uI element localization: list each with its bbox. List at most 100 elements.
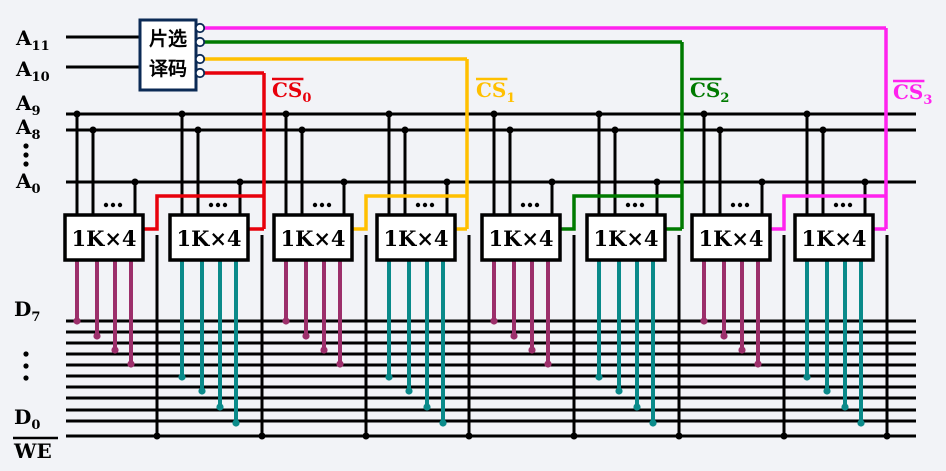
- fan-ellipsis-dot: [117, 202, 123, 208]
- label-we: WE: [13, 439, 52, 463]
- label-cs0: CS0: [272, 78, 311, 106]
- fan-ellipsis-dot: [744, 202, 750, 208]
- junction-dot: [443, 178, 451, 186]
- cs-chip-link: [770, 194, 886, 231]
- address-labels: A11 A10 A9 A8 A0 D7 D0 WE: [13, 26, 58, 463]
- data-junction-dot: [544, 360, 552, 368]
- chip-label: 1K×4: [383, 226, 448, 251]
- data-junction-dot: [615, 387, 623, 395]
- data-junction-dot: [595, 373, 603, 381]
- decoder-output-bubble: [194, 22, 206, 34]
- memory-chip: [585, 213, 667, 262]
- junction-dot: [611, 126, 619, 134]
- data-junction-dot: [700, 317, 708, 325]
- decoder-output-bubble: [194, 67, 206, 79]
- chip-label: 1K×4: [176, 226, 241, 251]
- fan-ellipsis-dot: [215, 202, 221, 208]
- junction-dot: [653, 178, 661, 186]
- label-d0: D0: [14, 405, 40, 433]
- chip-label: 1K×4: [488, 226, 553, 251]
- junction-dot: [595, 110, 603, 118]
- memory-chip: [690, 213, 772, 262]
- data-junction-dot: [198, 387, 206, 395]
- data-junction-dot: [720, 332, 728, 340]
- fan-ellipsis-dot: [520, 202, 526, 208]
- junction-dot: [490, 110, 498, 118]
- we-junction-dot: [153, 432, 161, 440]
- data-junction-dot: [336, 360, 344, 368]
- fan-ellipsis-dot: [847, 202, 853, 208]
- vertical-ellipsis-data: [23, 351, 29, 381]
- memory-chip: [272, 213, 354, 262]
- data-junction-dot: [738, 346, 746, 354]
- junction-dot: [819, 126, 827, 134]
- chip-data-wires: [73, 260, 865, 427]
- data-junction-dot: [528, 346, 536, 354]
- cs-chip-link: [352, 194, 467, 231]
- decoder-output-bubbles: [194, 22, 206, 79]
- fan-ellipsis-dot: [737, 202, 743, 208]
- memory-chip: [168, 213, 250, 262]
- chip-label: 1K×4: [280, 226, 345, 251]
- chip-select-wires: [143, 26, 888, 231]
- vertical-ellipsis-address: [23, 143, 29, 167]
- junction-dot: [194, 126, 202, 134]
- chip-label: 1K×4: [593, 226, 658, 251]
- fan-ellipsis-dot: [625, 202, 631, 208]
- junction-dot: [73, 110, 81, 118]
- fan-ellipsis-dot: [415, 202, 421, 208]
- data-junction-dot: [127, 360, 135, 368]
- fan-ellipsis-dot: [110, 202, 116, 208]
- junction-dot: [298, 126, 306, 134]
- chip-label: 1K×4: [71, 226, 136, 251]
- fan-ellipsis-dot: [527, 202, 533, 208]
- label-a9: A9: [15, 91, 41, 119]
- data-junction-dot: [754, 360, 762, 368]
- label-a10: A10: [15, 57, 50, 85]
- fan-ellipsis-dot: [833, 202, 839, 208]
- decoder-output-bubble: [194, 36, 206, 48]
- fan-ellipsis-dot: [222, 202, 228, 208]
- junction-dot: [861, 178, 869, 186]
- data-junction-dot: [178, 373, 186, 381]
- fan-ellipsis-dot: [639, 202, 645, 208]
- junction-dot: [236, 178, 244, 186]
- cs-chip-link: [560, 194, 682, 231]
- fan-ellipsis-dot: [429, 202, 435, 208]
- data-junction-dot: [405, 387, 413, 395]
- decoder-line1: 片选: [149, 27, 187, 50]
- data-junction-dot: [423, 403, 431, 411]
- junction-dot: [401, 126, 409, 134]
- junction-dot: [548, 178, 556, 186]
- fan-ellipsis-dot: [632, 202, 638, 208]
- label-a0: A0: [15, 169, 41, 197]
- junction-dot: [506, 126, 514, 134]
- memory-chip: [793, 213, 875, 262]
- junction-dot: [700, 110, 708, 118]
- data-junction-dot: [385, 373, 393, 381]
- junction-dot: [803, 110, 811, 118]
- label-a11: A11: [15, 26, 50, 54]
- memory-chip: [375, 213, 457, 262]
- data-junction-dot: [73, 317, 81, 325]
- data-junction-dot: [841, 403, 849, 411]
- fan-ellipsis-dot: [208, 202, 214, 208]
- junction-dot: [178, 110, 186, 118]
- chip-label: 1K×4: [801, 226, 866, 251]
- decoder-line2: 译码: [149, 58, 187, 80]
- decoder-block: 片选 译码: [138, 18, 198, 92]
- chip-address-wires: [73, 110, 891, 440]
- data-junction-dot: [857, 419, 865, 427]
- we-junction-dot: [675, 432, 683, 440]
- junction-dot: [89, 126, 97, 134]
- fan-ellipsis-dot: [103, 202, 109, 208]
- label-a8: A8: [15, 115, 41, 143]
- we-junction-dot: [780, 432, 788, 440]
- data-junction-dot: [232, 419, 240, 427]
- junction-dot: [340, 178, 348, 186]
- data-junction-dot: [510, 332, 518, 340]
- fan-ellipsis-dot: [312, 202, 318, 208]
- data-junction-dot: [111, 346, 119, 354]
